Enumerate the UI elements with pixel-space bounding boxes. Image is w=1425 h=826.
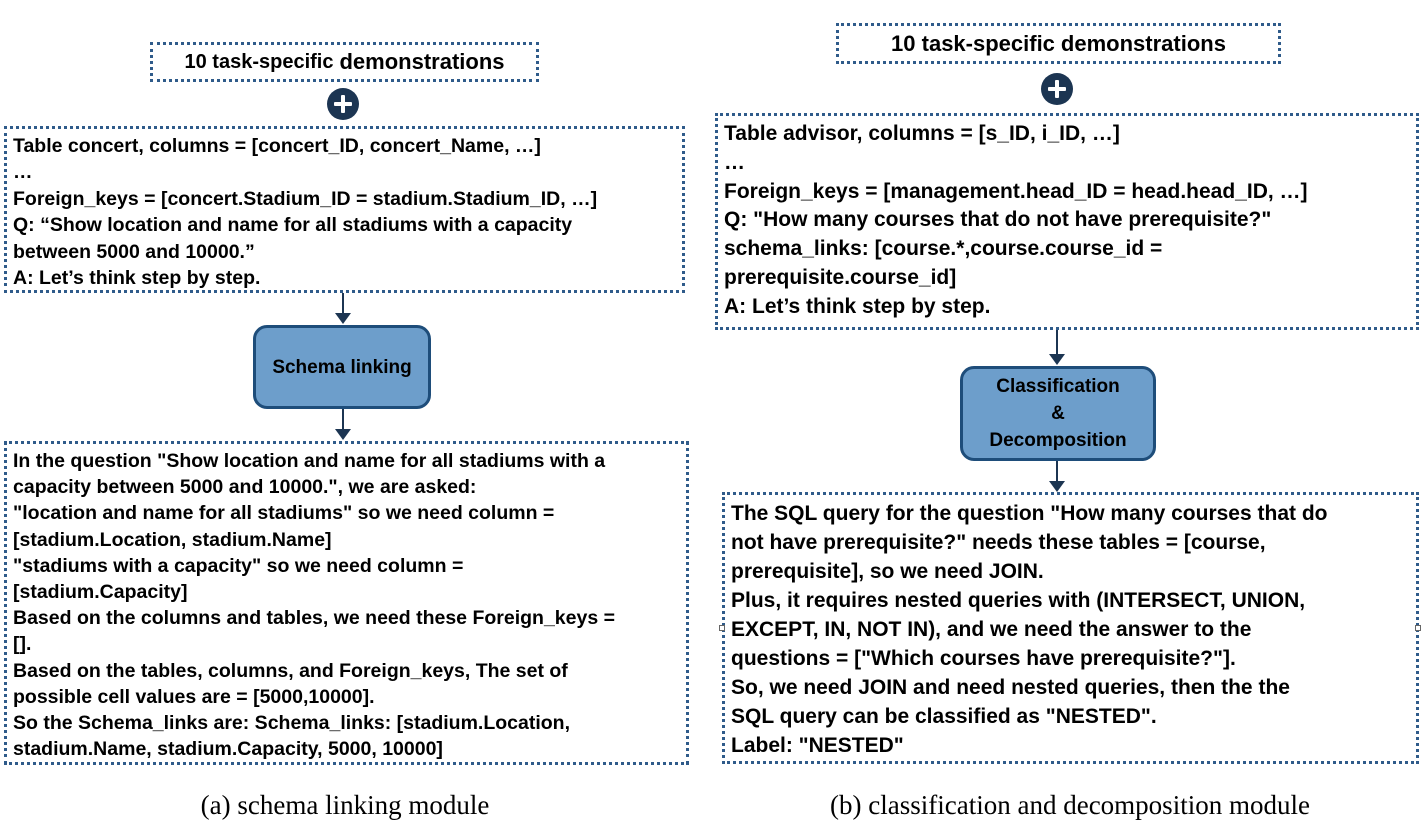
panel-b-demo-lead: 10 task-specific [891,30,1055,56]
arrow-down-icon [1049,330,1065,365]
panel-a-input-prompt: Table concert, columns = [concert_ID, co… [4,126,685,293]
panel-b-caption: (b) classification and decomposition mod… [830,790,1310,820]
classification-decomposition-module: Classification & Decomposition [960,366,1156,461]
selection-handle-left [719,625,725,631]
panel-b-input-prompt: Table advisor, columns = [s_ID, i_ID, …]… [715,113,1419,330]
arrow-down-icon [335,409,351,440]
panel-a-caption: (a) schema linking module [200,790,490,820]
plus-circle-icon [327,88,359,120]
panel-a-demonstrations-box: 10 task-specific demonstrations [150,42,539,82]
plus-circle-icon [1041,73,1073,105]
panel-b-demo-main: demonstrations [1060,30,1226,56]
panel-a-demo-lead: 10 task-specific [184,50,334,73]
schema-linking-module: Schema linking [253,325,431,409]
panel-b-demonstrations-box: 10 task-specific demonstrations [836,23,1281,64]
panel-a-output-text: In the question "Show location and name … [4,441,689,765]
panel-a-demo-main: demonstrations [339,49,505,74]
arrow-down-icon [335,293,351,324]
panel-b-output-text: The SQL query for the question "How many… [722,492,1419,764]
selection-handle-right [1415,625,1421,631]
arrow-down-icon [1049,461,1065,492]
